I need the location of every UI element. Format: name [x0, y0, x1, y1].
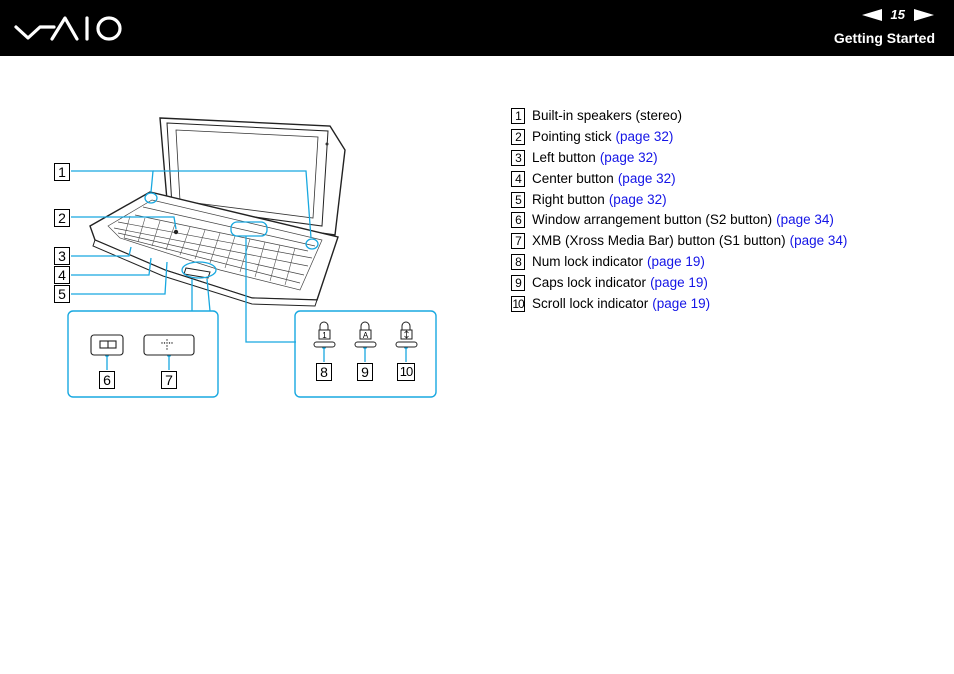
item-number: 10	[511, 295, 525, 312]
callout-2: 2	[54, 209, 70, 227]
list-item: 10 Scroll lock indicator(page 19)	[511, 293, 847, 314]
item-label: Scroll lock indicator	[532, 295, 649, 311]
list-item: 5 Right button(page 32)	[511, 189, 847, 210]
svg-text:1: 1	[322, 331, 327, 340]
item-number: 9	[511, 274, 525, 291]
item-label: XMB (Xross Media Bar) button (S1 button)	[532, 233, 786, 249]
svg-text:A: A	[363, 331, 369, 340]
page-link[interactable]: (page 19)	[652, 295, 711, 311]
page-link[interactable]: (page 32)	[617, 170, 676, 186]
callout-1: 1	[54, 163, 70, 181]
callout-6: 6	[99, 371, 115, 389]
item-label: Window arrangement button (S2 button)	[532, 212, 773, 228]
list-item: 9 Caps lock indicator(page 19)	[511, 272, 847, 293]
page-navigation: 15	[861, 7, 934, 23]
item-number: 4	[511, 170, 525, 187]
item-number: 7	[511, 233, 525, 250]
list-item: 8 Num lock indicator(page 19)	[511, 252, 847, 273]
page-number: 15	[890, 7, 905, 22]
item-label: Right button	[532, 191, 605, 207]
page-link[interactable]: (page 32)	[615, 129, 674, 145]
next-page-icon[interactable]	[914, 9, 934, 21]
callout-10: 10	[397, 363, 415, 381]
header-bar: 15 Getting Started	[0, 0, 954, 56]
page-link[interactable]: (page 19)	[650, 274, 708, 290]
parts-list: 1 Built-in speakers (stereo) 2 Pointing st…	[511, 106, 847, 314]
item-label: Num lock indicator	[532, 253, 644, 269]
item-label: Left button	[532, 149, 596, 165]
item-number: 1	[511, 108, 525, 125]
list-item: 1 Built-in speakers (stereo)	[511, 106, 847, 127]
item-number: 8	[511, 253, 525, 270]
item-label: Built-in speakers (stereo)	[532, 108, 683, 124]
list-item: 6 Window arrangement button (S2 button)(p…	[511, 210, 847, 231]
callout-4: 4	[54, 266, 70, 284]
laptop-illustration: 1 A	[67, 117, 437, 398]
page-link[interactable]: (page 32)	[599, 149, 658, 165]
item-label: Center button	[532, 170, 614, 186]
callout-7: 7	[161, 371, 177, 389]
item-number: 2	[511, 129, 525, 146]
list-item: 7 XMB (Xross Media Bar) button (S1 button…	[511, 231, 847, 252]
previous-page-icon[interactable]	[861, 9, 882, 21]
item-number: 5	[511, 191, 525, 208]
list-item: 2 Pointing stick(page 32)	[511, 127, 847, 148]
list-item: 4 Center button(page 32)	[511, 168, 847, 189]
list-item: 3 Left button(page 32)	[511, 148, 847, 169]
page-link[interactable]: (page 34)	[776, 212, 834, 228]
callout-3: 3	[54, 247, 70, 265]
item-number: 6	[511, 212, 525, 229]
page-link[interactable]: (page 32)	[608, 191, 667, 207]
item-number: 3	[511, 149, 525, 166]
vaio-logo	[14, 15, 124, 46]
callout-9: 9	[357, 363, 373, 381]
page-link[interactable]: (page 19)	[647, 253, 705, 269]
laptop-figure: 1 A 1 2 3 4 5 6 7 8 9 10	[0, 56, 480, 416]
callout-8: 8	[316, 363, 332, 381]
section-title: Getting Started	[833, 30, 935, 46]
page-link[interactable]: (page 34)	[789, 233, 848, 249]
callout-5: 5	[54, 285, 70, 303]
item-label: Pointing stick	[532, 129, 612, 145]
item-label: Caps lock indicator	[532, 274, 647, 290]
